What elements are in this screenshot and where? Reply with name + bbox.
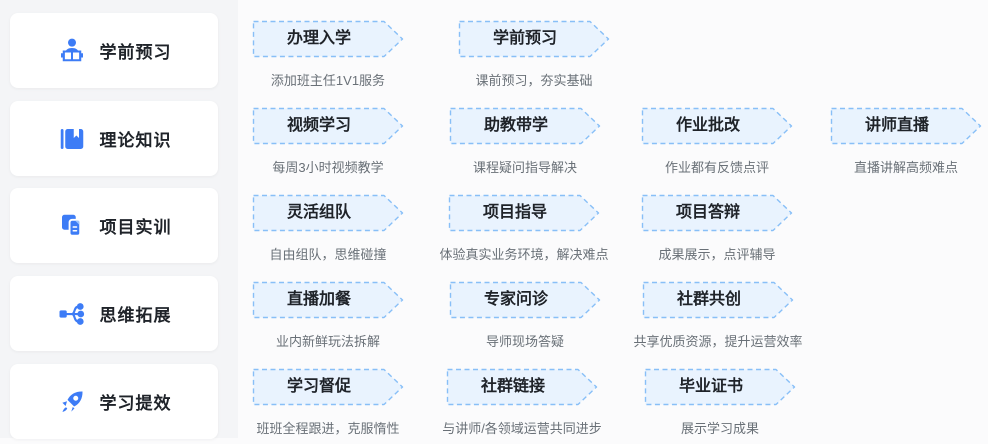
step-xiangmu-zhidao: 项目指导 体验真实业务环境，解决难点 xyxy=(439,194,609,270)
step-description: 自由组队，思维碰撞 xyxy=(269,247,387,262)
step-zhuanjia-wenzhen: 专家问诊 导师现场答疑 xyxy=(449,281,601,357)
step-xiangmu-dabian: 项目答辩 成果展示，点评辅导 xyxy=(641,194,793,270)
step-zuoye-pigai: 作业批改 作业都有反馈点评 xyxy=(641,107,793,183)
step-label: 社群共创 xyxy=(676,291,741,308)
step-shipin-xuexi: 视频学习 每周3小时视频教学 xyxy=(252,107,404,183)
arrow-banner-shape xyxy=(458,20,610,58)
step-label: 项目答辩 xyxy=(675,204,740,221)
step-description: 体验真实业务环境，解决难点 xyxy=(439,247,609,262)
arrow-banner-shape xyxy=(830,107,982,145)
step-zhibo-jiacan: 直播加餐 业内新鲜玩法拆解 xyxy=(252,281,404,357)
arrow-banner-shape xyxy=(644,368,796,406)
step-label: 社群链接 xyxy=(480,378,545,395)
arrow-banner-shape xyxy=(449,281,601,319)
sidebar-item-label: 学前预习 xyxy=(99,43,172,62)
arrow-banner-shape xyxy=(252,107,404,145)
step-description: 添加班主任1V1服务 xyxy=(270,73,386,88)
rocket-icon xyxy=(61,390,83,412)
arrow-banner-shape xyxy=(252,194,404,232)
step-description: 成果展示，点评辅导 xyxy=(658,247,776,262)
arrow-banner-shape xyxy=(642,281,794,319)
step-description: 课前预习，夯实基础 xyxy=(475,73,593,88)
step-description: 业内新鲜玩法拆解 xyxy=(275,334,381,349)
step-banli-ruxue: 办理入学 添加班主任1V1服务 xyxy=(252,20,404,96)
arrow-banner-shape xyxy=(446,368,598,406)
step-label: 专家问诊 xyxy=(483,291,548,308)
arrow-banner-shape xyxy=(641,107,793,145)
step-label: 学前预习 xyxy=(492,30,557,47)
arrow-banner-shape xyxy=(449,107,601,145)
step-description: 课程疑问指导解决 xyxy=(472,160,578,175)
step-jiangshi-zhibo: 讲师直播 直播讲解高频难点 xyxy=(830,107,982,183)
step-shequn-lianjie: 社群链接 与讲师/各领域运营共同进步 xyxy=(442,368,602,444)
sidebar-item-theory: 理论知识 xyxy=(10,101,218,176)
sidebar-item-thinking-expansion: 思维拓展 xyxy=(10,276,218,351)
step-description: 直播讲解高频难点 xyxy=(853,160,959,175)
step-label: 助教带学 xyxy=(483,117,548,134)
step-biye-zhengshu: 毕业证书 展示学习成果 xyxy=(644,368,796,444)
person-reading-icon xyxy=(60,38,83,61)
sidebar-item-pre-study: 学前预习 xyxy=(10,13,218,88)
arrow-banner-shape xyxy=(641,194,793,232)
sidebar-item-label: 学习提效 xyxy=(99,394,172,413)
step-label: 作业批改 xyxy=(675,117,740,134)
step-shequn-gongchuang: 社群共创 共享优质资源，提升运营效率 xyxy=(633,281,803,357)
arrow-banner-shape xyxy=(252,20,404,58)
mindmap-icon xyxy=(59,302,84,325)
step-label: 直播加餐 xyxy=(286,291,351,308)
book-icon xyxy=(60,128,83,149)
step-description: 导师现场答疑 xyxy=(485,334,565,349)
step-description: 作业都有反馈点评 xyxy=(664,160,770,175)
step-label: 视频学习 xyxy=(286,117,351,134)
copy-document-icon xyxy=(61,214,81,237)
step-zhujiao-daixue: 助教带学 课程疑问指导解决 xyxy=(449,107,601,183)
step-description: 班班全程跟进，克服惰性 xyxy=(256,421,400,436)
step-label: 灵活组队 xyxy=(286,204,351,221)
arrow-banner-shape xyxy=(252,368,404,406)
step-label: 讲师直播 xyxy=(864,117,929,134)
step-description: 共享优质资源，提升运营效率 xyxy=(633,334,803,349)
step-label: 毕业证书 xyxy=(678,378,743,395)
sidebar-item-label: 理论知识 xyxy=(99,131,172,150)
step-label: 学习督促 xyxy=(286,378,351,395)
step-xuexi-ducu: 学习督促 班班全程跟进，克服惰性 xyxy=(252,368,404,444)
step-description: 与讲师/各领域运营共同进步 xyxy=(442,421,602,436)
sidebar-item-learning-efficiency: 学习提效 xyxy=(10,364,218,439)
step-description: 每周3小时视频教学 xyxy=(272,160,384,175)
arrow-banner-shape xyxy=(252,281,404,319)
sidebar-item-label: 思维拓展 xyxy=(99,306,172,325)
step-xueqian-yuxi: 学前预习 课前预习，夯实基础 xyxy=(458,20,610,96)
arrow-banner-shape xyxy=(448,194,600,232)
sidebar-item-label: 项目实训 xyxy=(99,218,172,237)
step-label: 项目指导 xyxy=(482,204,547,221)
step-linghuo-zudui: 灵活组队 自由组队，思维碰撞 xyxy=(252,194,404,270)
step-label: 办理入学 xyxy=(286,30,351,47)
step-description: 展示学习成果 xyxy=(680,421,760,436)
sidebar-item-project-training: 项目实训 xyxy=(10,188,218,263)
